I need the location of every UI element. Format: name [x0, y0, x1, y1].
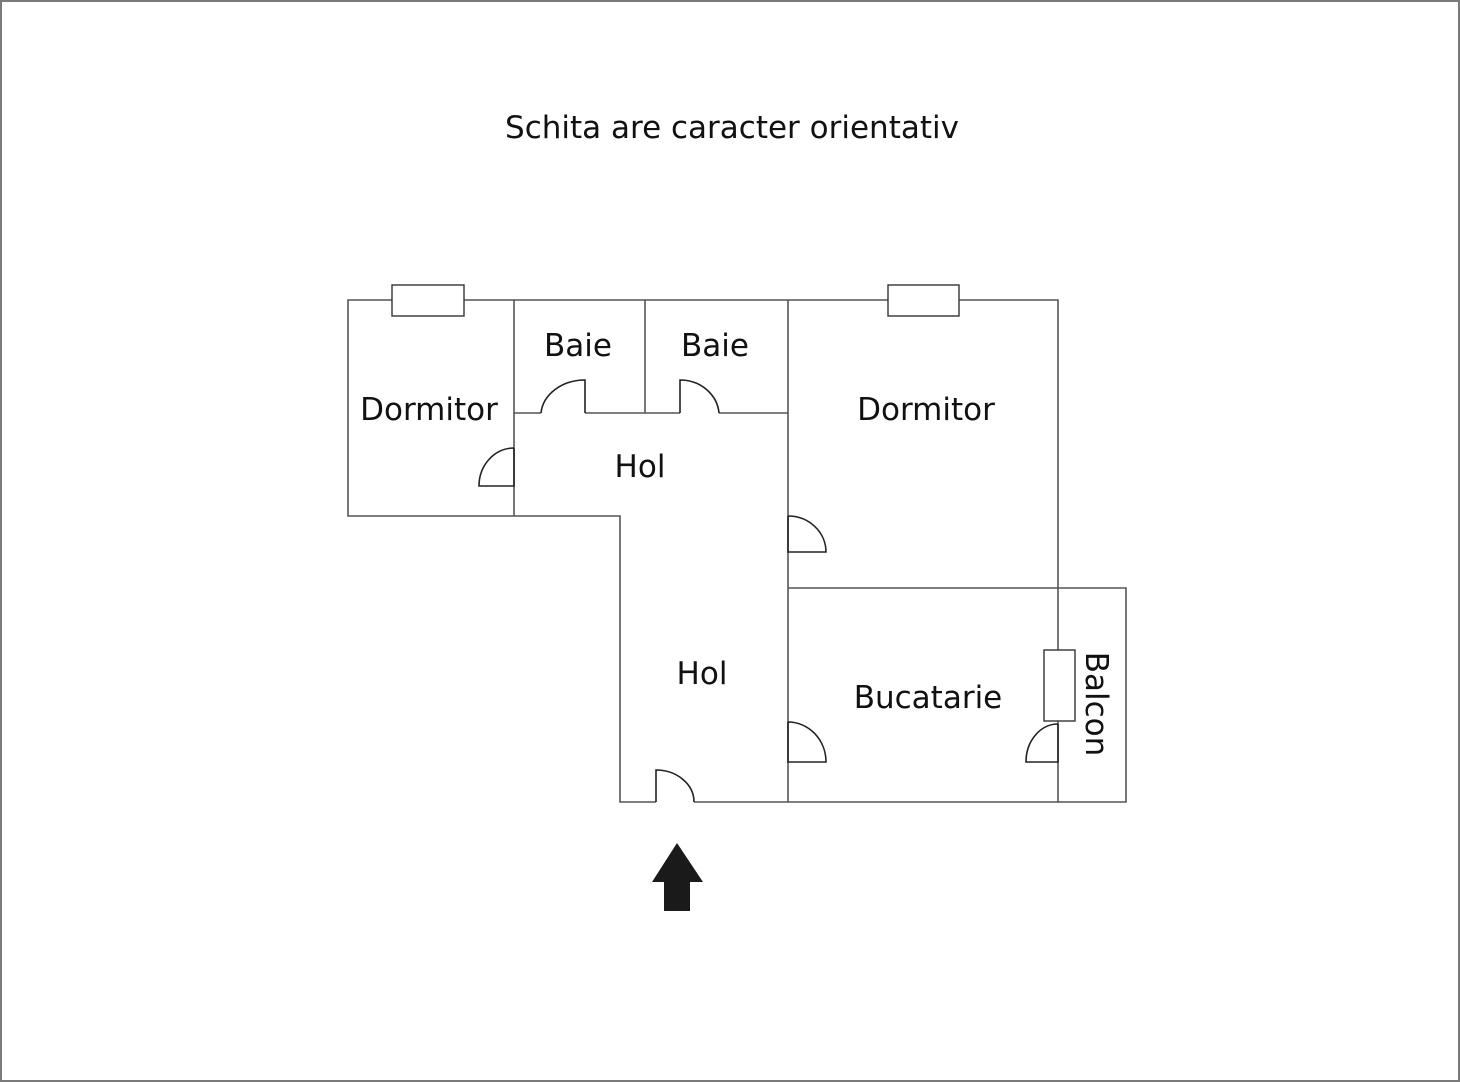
door-balcony [1025, 723, 1059, 763]
door-bedroom-right [787, 515, 827, 553]
room-labels: Dormitor Baie Baie Dormitor Hol Hol Buca… [360, 328, 1114, 756]
door-bath-2 [679, 379, 720, 414]
wall-hall-corner [514, 515, 788, 803]
walls [347, 299, 1127, 803]
windows [391, 284, 1076, 722]
wall-balcony [1058, 587, 1127, 803]
wall-bedroom-left [347, 299, 515, 517]
window-bedroom-left [391, 284, 465, 317]
door-entrance [655, 769, 695, 803]
door-bath-1 [540, 379, 586, 414]
wall-bedroom-right [788, 299, 1059, 588]
label-bath-1: Baie [544, 328, 612, 364]
label-kitchen: Bucatarie [854, 680, 1003, 716]
doors [478, 379, 1059, 803]
door-kitchen [787, 721, 827, 763]
window-bedroom-right [887, 284, 960, 317]
label-hall-lower: Hol [677, 656, 728, 692]
label-balcony: Balcon [1078, 652, 1114, 757]
label-bedroom-right: Dormitor [857, 392, 995, 428]
label-bath-2: Baie [681, 328, 749, 364]
door-bedroom-left [478, 447, 515, 487]
entrance-arrow-icon [652, 843, 703, 911]
label-hall-upper: Hol [615, 449, 666, 485]
window-kitchen [1043, 649, 1076, 722]
plan-title: Schita are caracter orientativ [505, 110, 959, 146]
label-bedroom-left: Dormitor [360, 392, 498, 428]
